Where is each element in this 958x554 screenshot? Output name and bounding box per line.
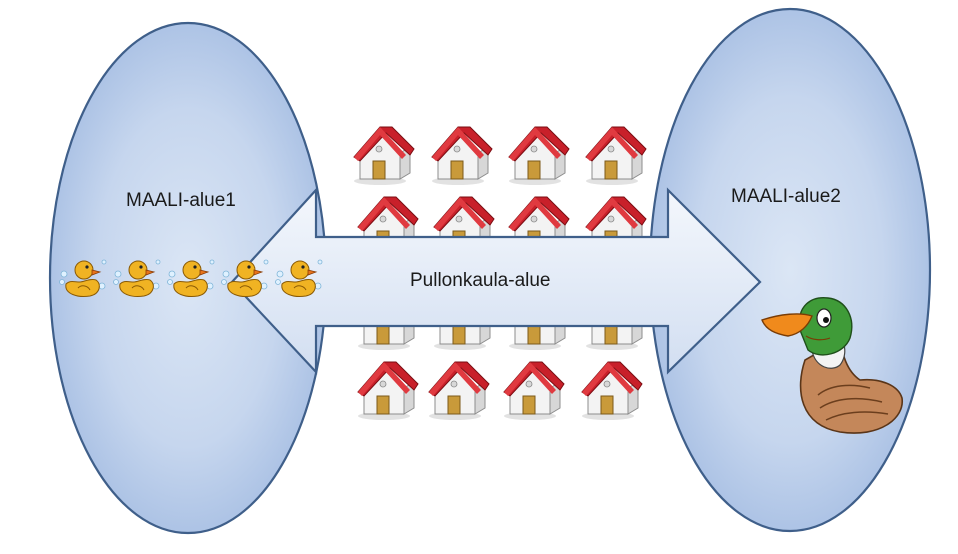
house-icon bbox=[431, 126, 493, 186]
right-zone-label: MAALI-alue2 bbox=[731, 186, 841, 207]
bottleneck-arrow bbox=[230, 187, 762, 375]
left-zone-label: MAALI-alue1 bbox=[126, 190, 236, 211]
house-icon bbox=[503, 361, 565, 421]
house-icon bbox=[508, 126, 570, 186]
house-icon bbox=[428, 361, 490, 421]
house-icon bbox=[585, 126, 647, 186]
house-icon bbox=[353, 126, 415, 186]
duck-icon bbox=[761, 297, 903, 434]
house-icon bbox=[357, 361, 419, 421]
house-icon bbox=[581, 361, 643, 421]
bottleneck-label: Pullonkaula-alue bbox=[410, 270, 551, 291]
